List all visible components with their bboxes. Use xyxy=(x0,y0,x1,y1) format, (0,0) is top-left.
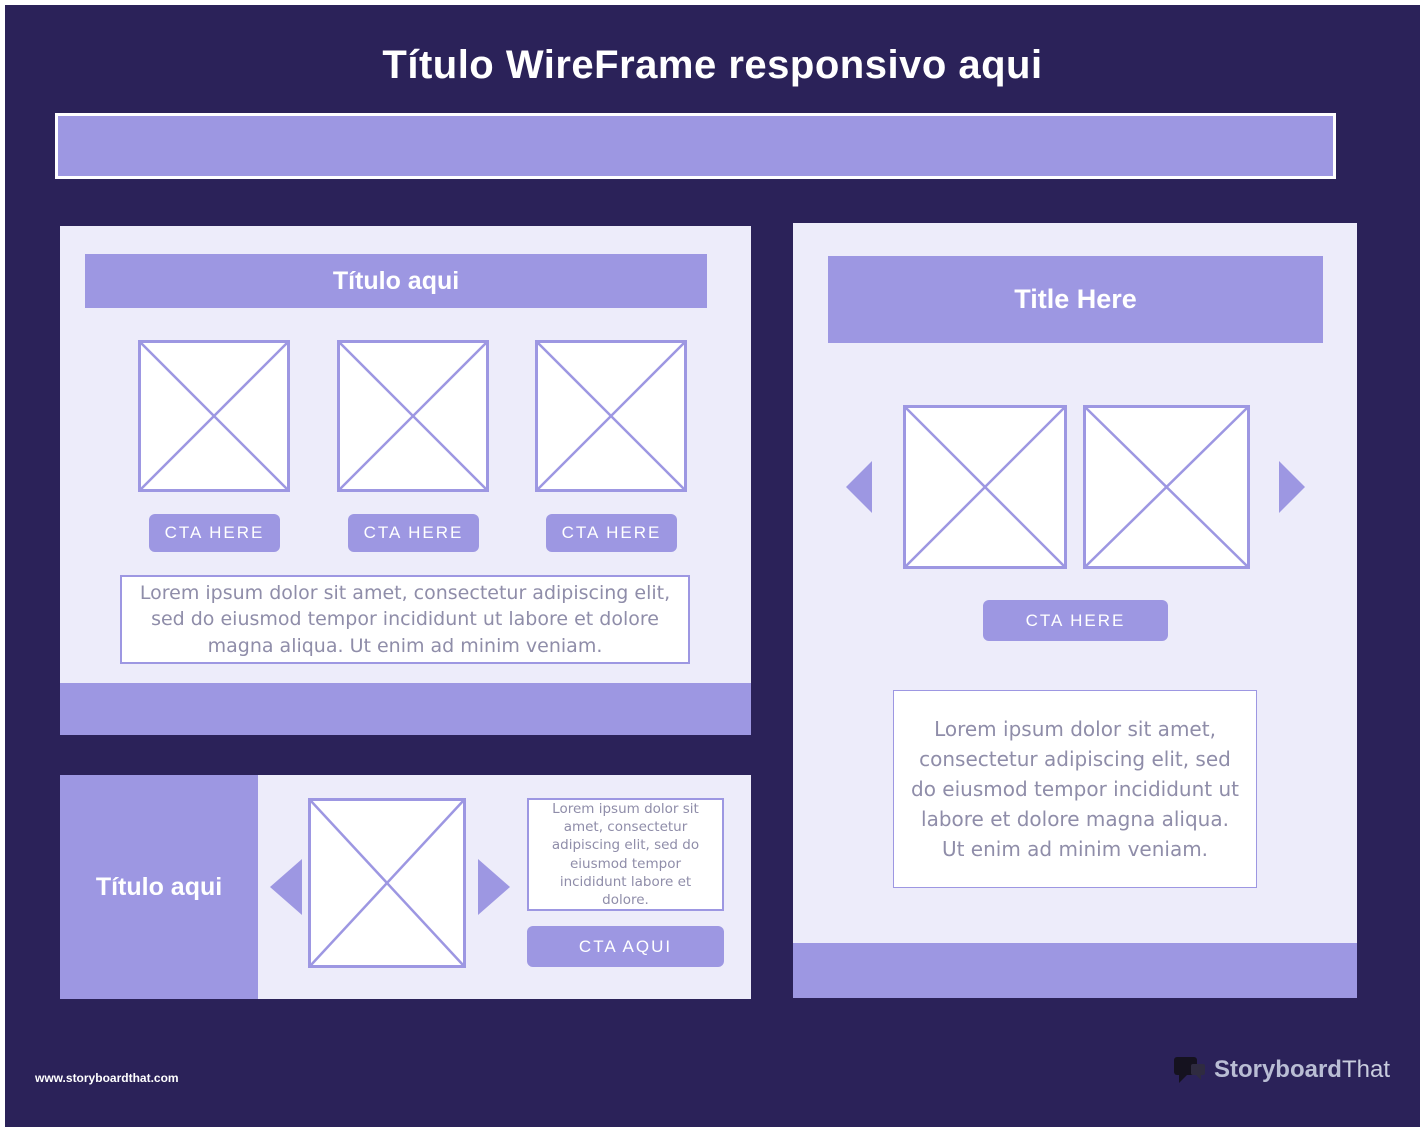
cta-button[interactable]: CTA HERE xyxy=(149,514,280,552)
image-placeholder xyxy=(535,340,687,492)
cta-button[interactable]: CTA AQUI xyxy=(527,926,724,967)
image-x-icon xyxy=(538,343,684,489)
left-card-title: Título aqui xyxy=(332,266,460,295)
left-card-footer-bar xyxy=(60,683,751,735)
image-x-icon xyxy=(340,343,486,489)
image-placeholder xyxy=(1083,405,1250,569)
storyboardthat-logo: StoryboardThat xyxy=(1173,1055,1390,1085)
bottom-left-card-title-panel: Título aqui xyxy=(60,775,258,999)
top-banner-placeholder xyxy=(55,113,1336,179)
bottom-left-card-title: Título aqui xyxy=(95,872,223,901)
image-x-icon xyxy=(311,801,463,965)
right-card-title-bar: Title Here xyxy=(828,256,1323,343)
carousel-left-arrow-icon[interactable] xyxy=(270,859,302,915)
carousel-right-arrow-icon[interactable] xyxy=(478,859,510,915)
cta-button[interactable]: CTA HERE xyxy=(983,600,1168,641)
left-card: Título aqui CTA HERE CTA HERE CTA HERE L… xyxy=(60,226,751,735)
image-placeholder xyxy=(337,340,489,492)
right-card-title: Title Here xyxy=(1014,284,1137,314)
image-placeholder xyxy=(903,405,1067,569)
page-title: Título WireFrame responsivo aqui xyxy=(382,43,1043,87)
image-x-icon xyxy=(1086,408,1247,566)
right-card: Title Here CTA HERE Lorem ipsum dolor si… xyxy=(793,223,1357,998)
left-card-title-bar: Título aqui xyxy=(85,254,707,308)
carousel-left-arrow-icon[interactable] xyxy=(846,461,872,513)
image-x-icon xyxy=(141,343,287,489)
logo-storyboard: Storyboard xyxy=(1213,1056,1342,1083)
footer-url: www.storyboardthat.com xyxy=(35,1071,179,1085)
bottom-left-card: Título aqui Lorem ipsum dolor sit amet, … xyxy=(60,775,751,999)
right-card-body-text: Lorem ipsum dolor sit amet, consectetur … xyxy=(893,690,1257,888)
image-placeholder xyxy=(138,340,290,492)
speech-bubble-icon xyxy=(1173,1057,1205,1083)
bottom-left-card-body-text: Lorem ipsum dolor sit amet, consectetur … xyxy=(527,798,724,911)
left-card-body-text: Lorem ipsum dolor sit amet, consectetur … xyxy=(120,575,690,664)
image-x-icon xyxy=(906,408,1064,566)
right-card-footer-bar xyxy=(793,943,1357,998)
logo-text: StoryboardThat xyxy=(1214,1056,1390,1084)
cta-button[interactable]: CTA HERE xyxy=(546,514,677,552)
carousel-right-arrow-icon[interactable] xyxy=(1279,461,1305,513)
logo-that: That xyxy=(1341,1056,1390,1083)
cta-button[interactable]: CTA HERE xyxy=(348,514,479,552)
image-placeholder xyxy=(308,798,466,968)
